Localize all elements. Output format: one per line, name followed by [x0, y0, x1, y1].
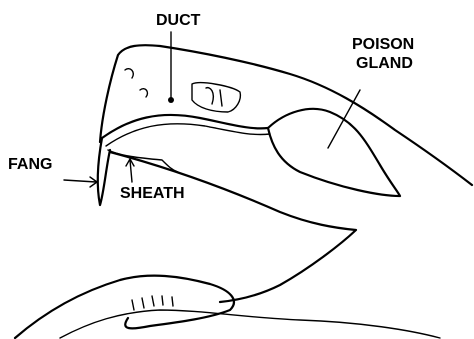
- fang: [98, 138, 110, 205]
- scale-detail: [192, 83, 240, 112]
- lower-jaw-underside: [60, 310, 440, 338]
- teeth-row: [132, 296, 173, 310]
- fang-leader: [64, 180, 96, 182]
- mouth-line: [110, 152, 356, 302]
- lower-jaw: [15, 276, 234, 338]
- duct-leader-dot: [168, 97, 174, 103]
- poison-gland: [268, 109, 400, 196]
- eye-detail: [125, 69, 147, 97]
- fang-label: FANG: [8, 156, 52, 174]
- sheath-label: SHEATH: [120, 185, 185, 203]
- poison-gland-label-line1: POISON: [352, 36, 414, 54]
- scale-inner: [206, 88, 222, 106]
- poison-gland-leader: [328, 90, 360, 148]
- poison-gland-label-line2: GLAND: [356, 55, 413, 73]
- duct-label: DUCT: [156, 12, 200, 30]
